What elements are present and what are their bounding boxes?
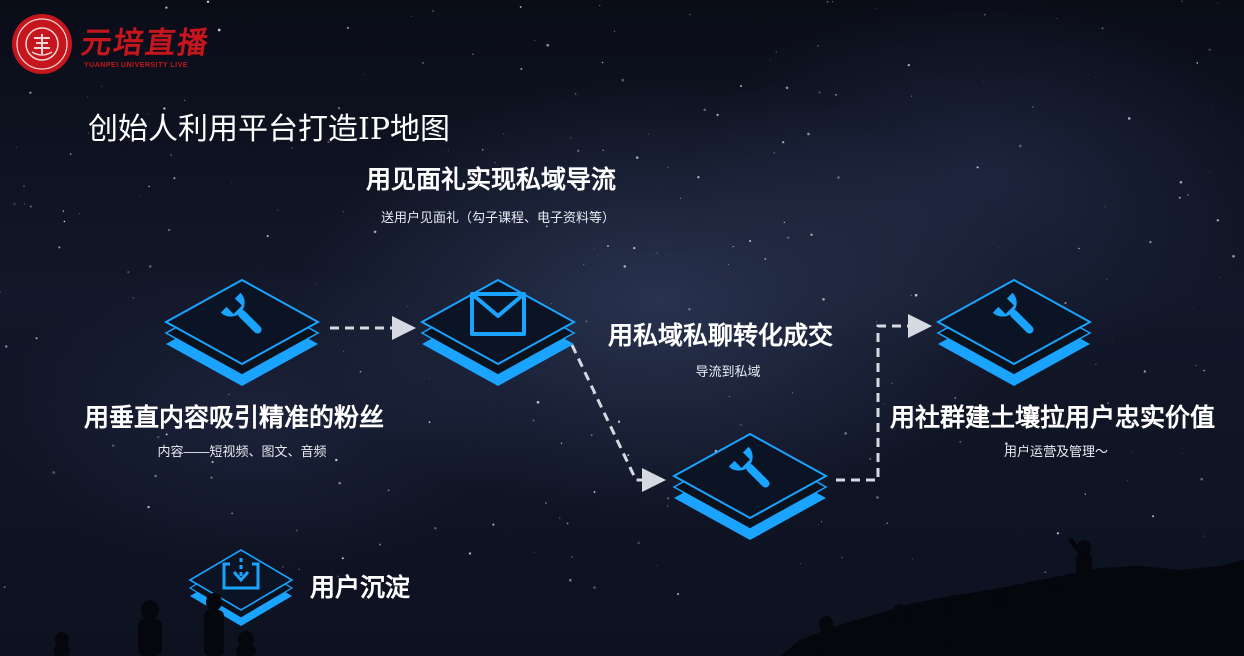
step-description-gift: 送用户见面礼（勾子课程、电子资料等） xyxy=(380,210,615,225)
step-heading-private-chat: 用私域私聊转化成交 xyxy=(608,321,834,350)
step-tile-community[interactable] xyxy=(932,266,1096,388)
page-title: 创始人利用平台打造IP地图 xyxy=(88,112,451,147)
step-description-vertical-content: 内容——短视频、图文、音频 xyxy=(157,444,327,459)
envelope-icon xyxy=(470,292,526,336)
step-heading-community: 用社群建土壤拉用户忠实价值 xyxy=(890,403,1216,432)
step-heading-retention: 用户沉淀 xyxy=(310,573,411,602)
step-tile-vertical-content[interactable] xyxy=(160,266,324,388)
brand-subtitle: YUANPEI UNIVERSITY LIVE xyxy=(84,62,188,69)
university-seal-logo xyxy=(12,14,72,74)
arrow-chat-to-community xyxy=(836,314,932,482)
step-description-community: 用户运营及管理～ xyxy=(1003,444,1108,459)
download-tray-icon xyxy=(222,558,260,590)
wrench-icon xyxy=(992,292,1034,334)
wrench-icon xyxy=(728,446,770,488)
arrow-gift-to-chat xyxy=(570,344,666,492)
wrench-icon xyxy=(220,292,262,334)
step-description-private-chat: 导流到私域 xyxy=(695,364,761,379)
step-tile-private-chat[interactable] xyxy=(668,420,832,542)
step-heading-vertical-content: 用垂直内容吸引精准的粉丝 xyxy=(84,403,385,432)
step-tile-gift[interactable] xyxy=(416,266,580,388)
step-heading-gift: 用见面礼实现私域导流 xyxy=(366,165,617,194)
